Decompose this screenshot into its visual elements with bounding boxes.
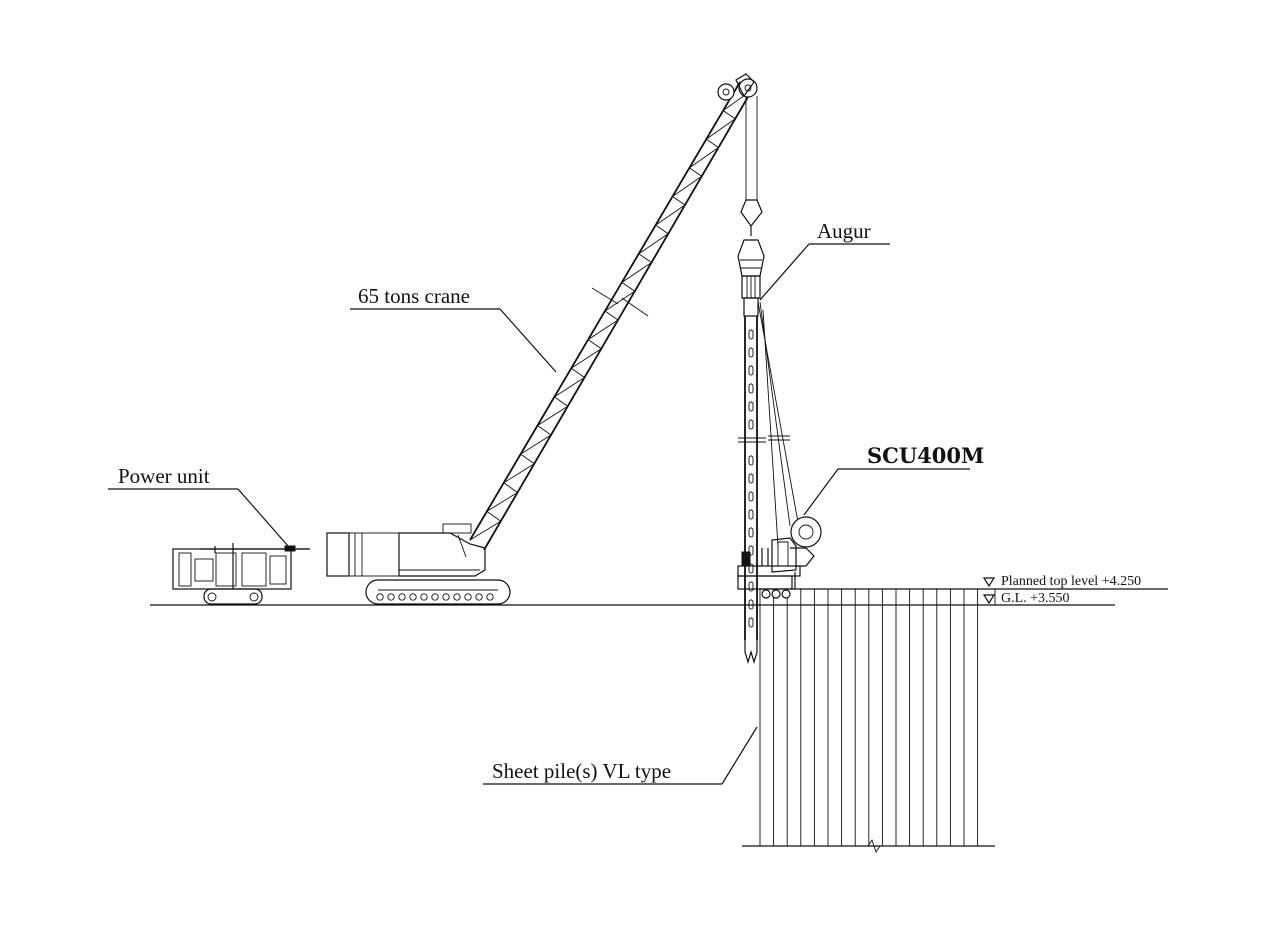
sheet-pile-wall [742,589,996,854]
augur-hole [748,509,754,520]
crawler-wheel [387,593,395,601]
crawler-wheel [409,593,417,601]
boom-lacing-bar [655,204,686,226]
augur-hole [748,419,754,430]
sheet-pile-label: Sheet pile(s) VL type [492,759,671,783]
power-unit-track [203,588,263,605]
augur-callout: Augur [759,219,890,301]
boom-lacing-bar [469,520,501,541]
power-unit-callout: Power unit [108,464,289,547]
crawler-wheel [431,593,439,601]
augur-hole [748,347,754,358]
sheet-pile-callout: Sheet pile(s) VL type [483,726,758,785]
boom-lacing-bar [689,147,719,169]
crawler-wheel [420,593,428,601]
break-mark [867,838,881,854]
crawler-wheel [486,593,494,601]
boom-lacing-bar [554,377,585,398]
crane-cab [398,532,486,577]
boom-lacing-bar [604,290,635,312]
boom-lacing-bar [587,319,619,341]
hook-block [740,199,763,228]
augur-hole [748,329,754,340]
boom-lacing-bar [604,310,619,321]
augur-hole [748,473,754,484]
boom-lacing-bar [638,233,669,255]
level-triangle-icon [982,577,996,588]
boom-lacing-bar [554,396,569,407]
scu-label: SCU400M [867,443,984,468]
boom-lacing-bar [705,118,736,140]
level-triangle-icon [982,594,996,605]
crawler-wheel [464,593,472,601]
planned-top-level-label: Planned top level +4.250 [1001,574,1141,589]
boom-tip-sheave [717,83,735,101]
crawler-wheel [442,593,450,601]
augur-hole [748,617,754,628]
augur-hole [748,527,754,538]
counterweight [326,532,350,577]
boom-lacing-bar [571,348,602,369]
boom-lacing-bar [705,138,719,148]
boom-lacing-bar [570,367,585,378]
boom-lacing-bar [621,262,652,283]
boom-lacing-bar [486,492,518,512]
crane-body [326,523,511,605]
crawler-wheel [376,593,384,601]
boom-lacing-bar [486,511,502,522]
scu400m-unit [737,516,822,599]
boom-lacing-bar [722,110,736,120]
boom-lacing-bar [672,196,686,206]
augur-hole [748,383,754,394]
boom-lacing-bar [537,425,552,436]
scu-callout: SCU400M [803,443,984,516]
augur-hole [748,491,754,502]
boom-lacing-bar [503,482,518,493]
boom-lacing-bar [638,253,652,263]
crawler-wheel [453,593,461,601]
augur-hole [748,581,754,592]
boom-lacing-bar [503,463,535,484]
augur-hole [748,563,754,574]
crane-crawler [365,579,511,605]
boom-lacing-bar [537,405,568,426]
power-unit-label: Power unit [118,464,210,488]
crane-callout: 65 tons crane [350,284,557,373]
augur-hole [748,545,754,556]
crawler-wheel [475,593,483,601]
boom-lacing-bar [520,434,552,455]
scu-drum [790,516,822,548]
boom-lacing-bar [621,282,636,292]
crane-label: 65 tons crane [358,284,470,308]
crawler-wheel [398,593,406,601]
augur-label: Augur [817,219,871,243]
ground-level-label: G.L. +3.550 [1001,591,1070,606]
augur-hole [748,365,754,376]
augur-hole [748,455,754,466]
boom-lacing-bar [520,453,535,465]
crane-boom [469,73,763,551]
boom-lacing-bar [672,175,703,197]
boom-lacing-bar [655,224,669,235]
boom-lacing-bar [689,167,703,177]
augur-assembly [737,239,799,665]
boom-lacing-bar [587,339,602,350]
augur-hole [748,599,754,610]
power-unit [172,543,310,605]
planned-top-level-marker: Planned top level +4.250 [982,574,1141,589]
ground-level-marker: G.L. +3.550 [982,591,1070,606]
augur-hole [748,401,754,412]
augur-top [737,239,765,277]
